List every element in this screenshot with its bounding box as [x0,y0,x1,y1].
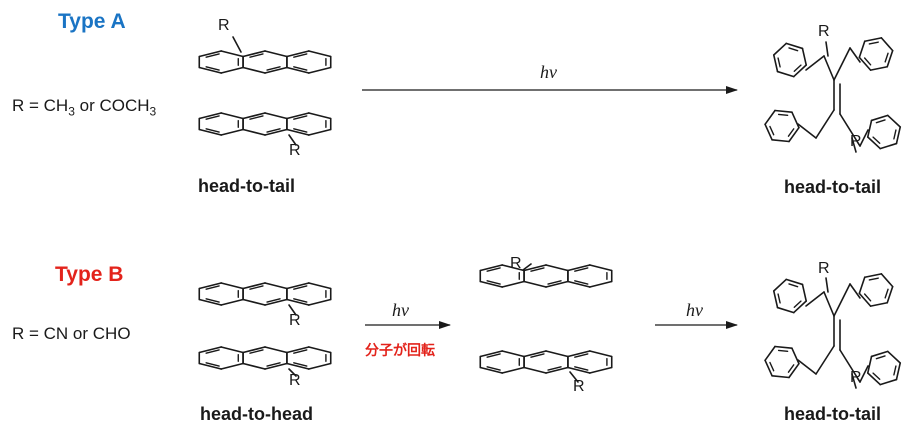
r-label-mid-top: R [510,255,522,272]
anthracene-mid-top [479,263,613,288]
anthracene-a-top [198,36,332,74]
r-label-prod-b-top: R [818,260,830,277]
r-label-b-bottom: R [289,372,301,389]
type-a-condition-prefix: R = CH [12,96,69,115]
anthracene-b-top [198,282,332,316]
r-label-a-top: R [218,17,230,34]
anthracene-b-bottom [198,346,332,377]
type-b-reactant-label: head-to-head [200,404,314,424]
type-a-product-label: head-to-tail [784,177,881,197]
photodimer-b [764,273,902,389]
r-label-prod-a-top: R [818,23,830,40]
type-b-arrow2-label: hν [686,300,703,320]
type-b-arrow1-label: hν [392,300,409,320]
type-a-condition: R = CH3 or COCH3 [12,96,156,118]
type-b-rotation-label: 分子が回転 [365,342,435,358]
photodimer-a [764,37,902,153]
type-a-condition-sub1: 3 [68,104,75,119]
type-a-title: Type A [58,10,126,33]
type-b-condition: R = CN or CHO [12,324,131,343]
anthracene-mid-bottom [479,350,613,383]
type-a-reactant-label: head-to-tail [198,176,295,196]
r-label-mid-bottom: R [573,378,585,395]
r-label-prod-b-bottom: R [850,369,862,386]
type-b-product-label: head-to-tail [784,404,881,424]
type-a-condition-sub2: 3 [149,104,157,119]
anthracene-a-bottom [198,112,332,146]
r-label-a-bottom: R [289,142,301,159]
r-label-prod-a-bottom: R [850,133,862,150]
type-a-arrow-label: hν [540,62,557,82]
type-b-title: Type B [55,263,124,286]
r-label-b-top: R [289,312,301,329]
type-a-condition-mid: or COCH [74,96,150,115]
